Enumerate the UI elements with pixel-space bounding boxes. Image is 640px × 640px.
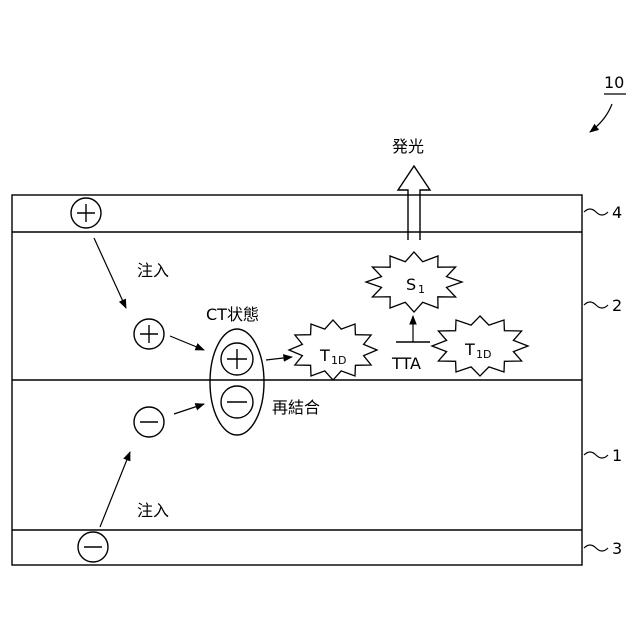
- injection-label-top: 注入: [137, 261, 169, 280]
- singlet-s1: S 1: [366, 252, 462, 312]
- svg-text:1D: 1D: [476, 348, 491, 361]
- leader-2: [584, 302, 608, 308]
- hole-emitting: [134, 319, 164, 349]
- leader-3: [584, 545, 608, 551]
- electron-injection-arrow: [100, 452, 130, 527]
- ref-numeral-main: 10: [604, 73, 624, 92]
- ct-electron: [221, 386, 253, 418]
- recombination-label: 再結合: [272, 398, 320, 417]
- hole-injection-arrow: [94, 238, 126, 308]
- hole-to-ct-arrow: [170, 336, 204, 350]
- injection-label-bottom: 注入: [137, 501, 169, 520]
- ref-layer-4: 4: [612, 203, 622, 222]
- emission-label: 発光: [392, 137, 424, 156]
- svg-text:1D: 1D: [331, 354, 346, 367]
- svg-text:T: T: [464, 340, 475, 359]
- ct-state-label: CT状態: [206, 305, 259, 324]
- svg-text:1: 1: [418, 283, 425, 296]
- leader-1: [584, 452, 608, 458]
- ct-state-ellipse: [210, 329, 264, 435]
- ref-arrow: [590, 104, 612, 132]
- electron-transport: [134, 407, 164, 437]
- svg-text:S: S: [406, 275, 416, 294]
- hole-anode: [71, 198, 101, 228]
- tta-label: TTA: [391, 354, 421, 373]
- ref-layer-3: 3: [612, 539, 622, 558]
- triplet-right: T 1D: [432, 316, 528, 376]
- electron-cathode: [78, 532, 108, 562]
- ref-layer-2: 2: [612, 296, 622, 315]
- ref-layer-1: 1: [612, 446, 622, 465]
- svg-text:T: T: [319, 346, 330, 365]
- emission-arrow-icon: [398, 166, 430, 240]
- leader-4: [584, 209, 608, 215]
- ct-hole: [221, 343, 253, 375]
- triplet-left: T 1D: [289, 320, 377, 380]
- electron-to-ct-arrow: [174, 404, 204, 414]
- ct-to-triplet-arrow: [266, 357, 292, 360]
